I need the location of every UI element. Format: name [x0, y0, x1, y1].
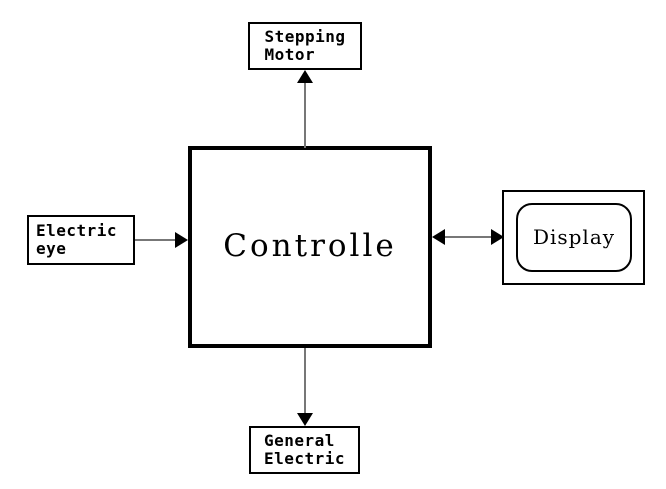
- node-general-electric-label: General Electric: [263, 430, 346, 468]
- arrowhead-right-icon: [175, 232, 188, 248]
- edge-electric-eye-to-controller: [135, 231, 190, 249]
- node-display-label: Display: [532, 225, 616, 249]
- node-controller[interactable]: Controlle: [188, 146, 432, 348]
- edge-controller-to-display: [430, 228, 506, 246]
- arrowhead-left-icon: [432, 229, 445, 245]
- node-general-electric[interactable]: General Electric: [249, 426, 360, 474]
- edge-controller-to-general-electric: [296, 348, 314, 428]
- node-controller-label: Controlle: [223, 228, 397, 265]
- node-stepping-motor[interactable]: Stepping Motor: [248, 22, 362, 70]
- arrowhead-down-icon: [297, 413, 313, 426]
- edge-controller-to-stepping-motor: [296, 68, 314, 148]
- node-electric-eye[interactable]: Electric eye: [27, 215, 135, 265]
- node-display[interactable]: Display: [516, 203, 632, 272]
- node-electric-eye-label: Electric eye: [36, 220, 118, 258]
- arrowhead-right-icon: [491, 229, 504, 245]
- node-stepping-motor-label: Stepping Motor: [264, 26, 346, 64]
- arrowhead-up-icon: [297, 70, 313, 83]
